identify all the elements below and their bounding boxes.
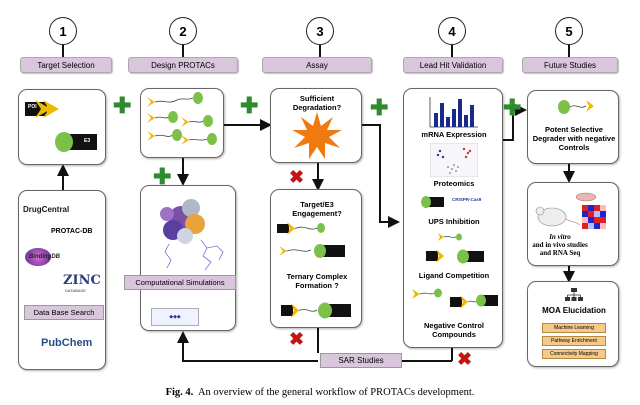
- stage-1-label: Target Selection: [20, 57, 112, 73]
- plus-icon: ✚: [153, 164, 172, 189]
- pubchem-logo: PubChem: [41, 337, 93, 349]
- ternary-question: Ternary Complex Formation ?: [286, 272, 348, 290]
- crispr-label: CRISPR-Cas9: [452, 197, 482, 202]
- caption-prefix: Fig. 4.: [165, 387, 194, 398]
- degrader-graphic: [558, 100, 594, 114]
- computational-card: ◆◆◆: [140, 185, 236, 331]
- negative-control-graphic: [412, 288, 498, 309]
- stage-4-number: 4: [438, 17, 466, 45]
- target-selection-card: POI E3: [18, 89, 106, 165]
- ligand-competition-graphic: [426, 233, 484, 264]
- validation-card: mRNA Expression Proteomics CRISPR-Cas9 U…: [403, 88, 503, 348]
- protein-structure-graphic: [160, 199, 224, 271]
- cross-icon: ✖: [289, 167, 305, 187]
- cross-icon: ✖: [457, 349, 473, 369]
- plus-icon: ✚: [113, 93, 132, 118]
- validation-item-ligand: Ligand Competition: [418, 271, 490, 280]
- plus-icon: ✚: [503, 95, 522, 120]
- hierarchy-icon: [565, 288, 583, 301]
- stage-3-number: 3: [306, 17, 334, 45]
- degradation-assay-card: Sufficient Degradation?: [270, 88, 362, 163]
- poi-shape: [25, 100, 59, 118]
- protac-library-graphic: [147, 92, 217, 145]
- bindingdb-logo-mark: [25, 248, 51, 266]
- design-protacs-card: [140, 88, 224, 158]
- ternary-complex-graphic: [281, 302, 351, 319]
- validation-item-ups: UPS Inhibition: [428, 217, 480, 226]
- stage-2-label: Design PROTACs: [128, 57, 238, 73]
- poi-label: POI: [28, 104, 37, 110]
- caption-text: An overview of the general workflow of P…: [197, 387, 475, 398]
- stage-3-label: Assay: [262, 57, 372, 73]
- computational-simulations-label: Computational Simulations: [124, 275, 236, 290]
- stage-4-label: Lead Hit Validation: [403, 57, 503, 73]
- degrader-label: Potent Selective Degrader with negative …: [532, 125, 616, 152]
- plus-icon: ✚: [240, 93, 259, 118]
- cross-icon: ✖: [289, 329, 305, 349]
- in-vivo-card: In vitro and in vivo studies and RNA Seq: [527, 182, 619, 266]
- moa-item-connectivity-mapping: Connectivity Mapping: [542, 349, 606, 359]
- stage-5-number: 5: [555, 17, 583, 45]
- moa-item-pathway-enrichment: Pathway Enrichment: [542, 336, 606, 346]
- sar-studies-label: SAR Studies: [320, 353, 402, 368]
- degrader-card: Potent Selective Degrader with negative …: [527, 90, 619, 164]
- proteomics-volcano-graphic: [430, 143, 478, 177]
- software-logo: ◆◆◆: [151, 308, 199, 326]
- e3-ligase-shape: [55, 132, 97, 152]
- engagement-question: Target/E3 Engagement?: [292, 200, 342, 218]
- plus-icon: ✚: [370, 95, 389, 120]
- stage-1-number: 1: [49, 17, 77, 45]
- database-search-label: Data Base Search: [24, 305, 104, 320]
- moa-card: MOA Elucidation Machine Learning Pathway…: [527, 281, 619, 367]
- in-vivo-line2: and in vivo studies: [532, 241, 588, 249]
- drugcentral-logo: DrugCentral: [23, 205, 70, 214]
- e3-label: E3: [84, 138, 91, 144]
- validation-item-proteomics: Proteomics: [433, 179, 475, 188]
- in-vivo-line1: In vitro: [549, 233, 571, 241]
- protacdb-logo: PROTAC-DB: [51, 228, 93, 235]
- stage-2-number: 2: [169, 17, 197, 45]
- ups-ligase-graphic: [421, 196, 444, 208]
- moa-item-machine-learning: Machine Learning: [542, 323, 606, 333]
- degradation-burst: [292, 112, 342, 159]
- database-card: DrugCentral PROTAC-DB BindingDB ZINC DAT…: [18, 190, 106, 370]
- figure-caption: Fig. 4. An overview of the general workf…: [0, 387, 640, 398]
- engagement-graphic: [277, 222, 345, 258]
- degradation-question: Sufficient Degradation?: [292, 94, 342, 112]
- zinc-logo: ZINC: [63, 273, 101, 288]
- stage-5-label: Future Studies: [522, 57, 618, 73]
- moa-label: MOA Elucidation: [542, 306, 606, 315]
- in-vivo-label: In vitro and in vivo studies and RNA Seq: [530, 233, 590, 257]
- in-vivo-graphic: [535, 192, 606, 229]
- engagement-assay-card: Target/E3 Engagement? Ternary Complex Fo…: [270, 189, 362, 328]
- mrna-bar-chart-graphic: [429, 97, 478, 128]
- in-vivo-line3: and RNA Seq: [539, 249, 581, 257]
- bindingdb-logo: BindingDB: [29, 254, 60, 260]
- validation-item-negative-control: Negative Control Compounds: [423, 321, 484, 339]
- zinc-database-label: DATABASE: [65, 288, 86, 293]
- validation-item-mrna: mRNA Expression: [421, 130, 487, 139]
